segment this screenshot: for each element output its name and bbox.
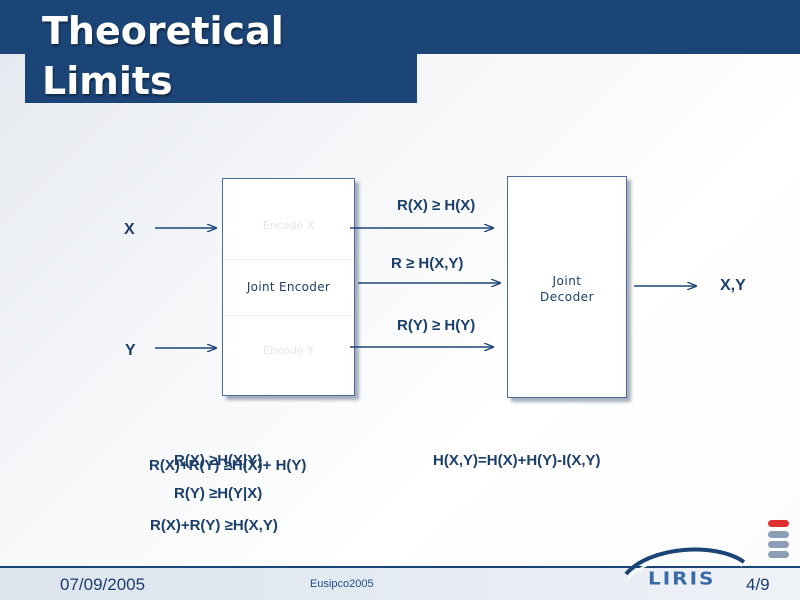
output-xy-label: X,Y: [720, 277, 746, 294]
input-x-label: X: [124, 221, 135, 238]
encoder-separator: [224, 259, 353, 260]
joint-encoder-label: Joint Encoder: [246, 280, 331, 294]
condition-rx-label: R(X) ≥H(X|Y): [174, 452, 263, 469]
joint-decoder-box: Joint Decoder: [507, 176, 627, 398]
footer-date: 07/09/2005: [60, 575, 146, 594]
logo-stack-bar: [768, 531, 789, 538]
decoder-label-line2: Decoder: [540, 290, 594, 304]
joint-encoder-box: Encode X Joint Encoder Encode Y: [222, 178, 355, 396]
rate-ry-label: R(Y) ≥ H(Y): [397, 317, 476, 334]
encoder-separator: [224, 315, 353, 316]
liris-logo-text: LIRIS: [648, 567, 716, 589]
joint-decoder-label: Joint Decoder: [508, 273, 626, 305]
input-y-label: Y: [125, 342, 136, 359]
footer-bar: [0, 568, 800, 600]
condition-ry-label: R(Y) ≥H(Y|X): [174, 485, 263, 502]
footer-divider: [0, 566, 800, 568]
condition-joint-label: R(X)+R(Y) ≥H(X,Y): [150, 517, 278, 534]
footer-conference: Eusipco2005: [310, 578, 374, 590]
page-number: 4/9: [746, 575, 770, 594]
encode-x-faded-label: Encode X: [262, 219, 315, 232]
slide-title: Theoretical Limits: [42, 9, 284, 103]
logo-stack-bar: [768, 551, 789, 558]
decoder-label-line1: Joint: [552, 274, 582, 288]
mutual-information-identity: H(X,Y)=H(X)+H(Y)-I(X,Y): [433, 452, 601, 469]
encode-y-faded-label: Encode Y: [263, 344, 314, 357]
rate-rxy-label: R ≥ H(X,Y): [391, 255, 464, 272]
title-box: [25, 0, 417, 103]
rate-rx-label: R(X) ≥ H(X): [397, 197, 476, 214]
logo-red-bar: [768, 520, 789, 527]
liris-logo-arc: [624, 547, 746, 579]
condition-sum-label: R(X)+R(Y) ≥H(X)+ H(Y): [149, 457, 307, 474]
logo-stack-bar: [768, 541, 789, 548]
